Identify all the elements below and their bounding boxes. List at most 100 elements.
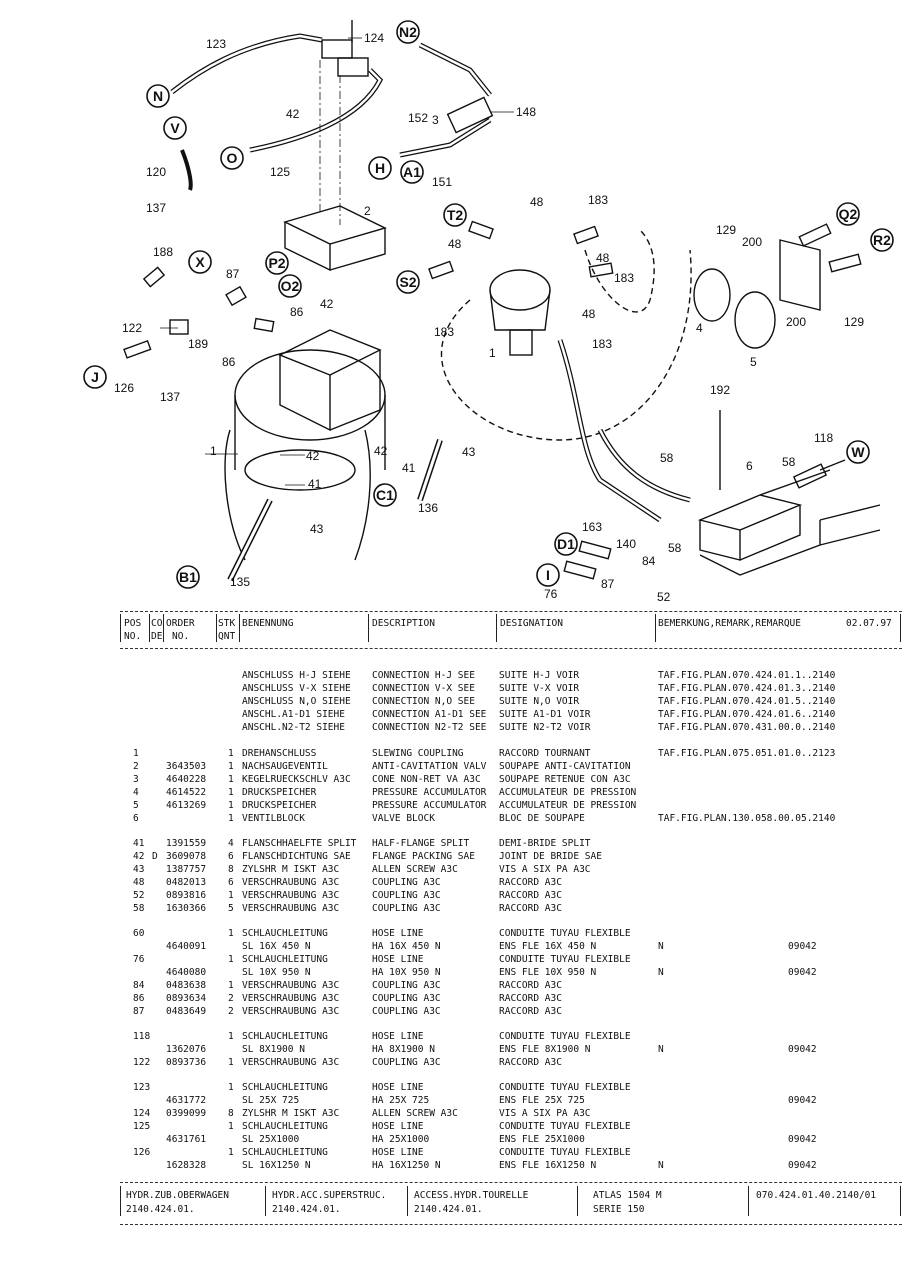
- cell-fr: DEMI-BRIDE SPLIT: [499, 838, 591, 849]
- footer-series: SERIE 150: [593, 1204, 645, 1215]
- cell-qty: 1: [228, 928, 234, 939]
- cell-en: HOSE LINE: [372, 928, 424, 939]
- cell-pos: 118: [133, 1031, 151, 1042]
- cell-fr: BLOC DE SOUPAPE: [499, 813, 585, 824]
- cell-en: ANTI-CAVITATION VALV: [372, 761, 487, 772]
- svg-text:N: N: [153, 88, 163, 104]
- part-number-label: 129: [716, 223, 736, 237]
- part-number-label: 84: [642, 554, 656, 568]
- part-number-label: 1: [210, 444, 217, 458]
- connection-marker: C1: [373, 483, 397, 507]
- part-number-label: 42: [306, 449, 320, 463]
- part-number-label: 200: [786, 315, 806, 329]
- cell-en: HOSE LINE: [372, 954, 424, 965]
- cell-en: CONE NON-RET VA A3C: [372, 774, 481, 785]
- cell-fr: ENS FLE 16X1250 N: [499, 1160, 597, 1171]
- cell-pos: 123: [133, 1082, 151, 1093]
- footer-divider: [900, 1186, 901, 1216]
- svg-text:W: W: [851, 444, 865, 460]
- cell-de: ZYLSHR M ISKT A3C: [242, 864, 340, 875]
- cell-qty: 1: [228, 1031, 234, 1042]
- cell-order: 0893634: [166, 993, 207, 1004]
- part-number-label: 183: [434, 325, 454, 339]
- part-number-label: 48: [448, 237, 462, 251]
- cell-fr: VIS A SIX PA A3C: [499, 864, 591, 875]
- part-number-label: 4: [696, 321, 703, 335]
- cell-en: COUPLING A3C: [372, 877, 441, 888]
- cell-pos: 125: [133, 1121, 151, 1132]
- svg-text:Q2: Q2: [839, 206, 858, 222]
- cell-de: SCHLAUCHLEITUNG: [242, 1147, 328, 1158]
- part-number-label: 86: [222, 355, 236, 369]
- cell-de: ZYLSHR M ISKT A3C: [242, 1108, 340, 1119]
- cell-rem: TAF.FIG.PLAN.070.424.01.6..2140: [658, 709, 836, 720]
- connection-marker: S2: [396, 270, 420, 294]
- cell-en: HA 16X 450 N: [372, 941, 441, 952]
- part-number-label: 124: [364, 31, 384, 45]
- cell-fr: RACCORD A3C: [499, 1057, 562, 1068]
- cell-de: SCHLAUCHLEITUNG: [242, 1121, 328, 1132]
- cell-rem: N: [658, 1044, 664, 1055]
- cell-order: 1630366: [166, 903, 207, 914]
- cell-qty: 2: [228, 993, 234, 1004]
- cell-qty: 1: [228, 890, 234, 901]
- cell-en: COUPLING A3C: [372, 890, 441, 901]
- cell-order: 4614522: [166, 787, 207, 798]
- part-number-label: 183: [588, 193, 608, 207]
- cell-code: 09042: [788, 1134, 817, 1145]
- col-pos: POS: [124, 618, 142, 629]
- cell-qty: 1: [228, 748, 234, 759]
- connection-marker: X: [188, 250, 212, 274]
- cell-fr: CONDUITE TUYAU FLEXIBLE: [499, 1082, 631, 1093]
- cell-pos: 60: [133, 928, 145, 939]
- cell-order: 1391559: [166, 838, 207, 849]
- cell-en: HA 16X1250 N: [372, 1160, 441, 1171]
- cell-qty: 1: [228, 761, 234, 772]
- cell-en: HOSE LINE: [372, 1082, 424, 1093]
- cell-de: SCHLAUCHLEITUNG: [242, 1031, 328, 1042]
- cell-pos: 58: [133, 903, 145, 914]
- cell-fr: ENS FLE 10X 950 N: [499, 967, 597, 978]
- svg-text:X: X: [195, 254, 205, 270]
- cell-en: COUPLING A3C: [372, 903, 441, 914]
- connection-marker: Q2: [836, 202, 860, 226]
- part-number-label: 86: [290, 305, 304, 319]
- footer-top-rule: [120, 1182, 902, 1183]
- cell-de: VERSCHRAUBUNG A3C: [242, 903, 340, 914]
- cell-order: 4640080: [166, 967, 207, 978]
- cell-rem: TAF.FIG.PLAN.130.058.00.05.2140: [658, 813, 836, 824]
- connection-marker: T2: [443, 203, 467, 227]
- footer-plan-number: 070.424.01.40.2140/01: [756, 1190, 877, 1201]
- part-number-label: 76: [544, 587, 558, 601]
- cell-de: FLANSCHDICHTUNG SAE: [242, 851, 351, 862]
- cell-pos: 4: [133, 787, 139, 798]
- cell-order: 4613269: [166, 800, 207, 811]
- cell-en: PRESSURE ACCUMULATOR: [372, 800, 487, 811]
- cell-pos: 84: [133, 980, 145, 991]
- part-number-label: 42: [286, 107, 300, 121]
- part-number-label: 87: [601, 577, 615, 591]
- cell-pos: 1: [133, 748, 139, 759]
- svg-text:J: J: [91, 369, 99, 385]
- cell-en: CONNECTION N,O SEE: [372, 696, 475, 707]
- part-number-label: 43: [462, 445, 476, 459]
- cell-fr: ENS FLE 25X 725: [499, 1095, 585, 1106]
- cell-code: 09042: [788, 967, 817, 978]
- connection-marker: I: [536, 563, 560, 587]
- cell-fr: SOUPAPE RETENUE CON A3C: [499, 774, 631, 785]
- part-number-label: 118: [814, 431, 833, 445]
- cell-rem: TAF.FIG.PLAN.070.431.00.0..2140: [658, 722, 836, 733]
- footer-bottom-rule: [120, 1224, 902, 1225]
- cell-order: 4640091: [166, 941, 207, 952]
